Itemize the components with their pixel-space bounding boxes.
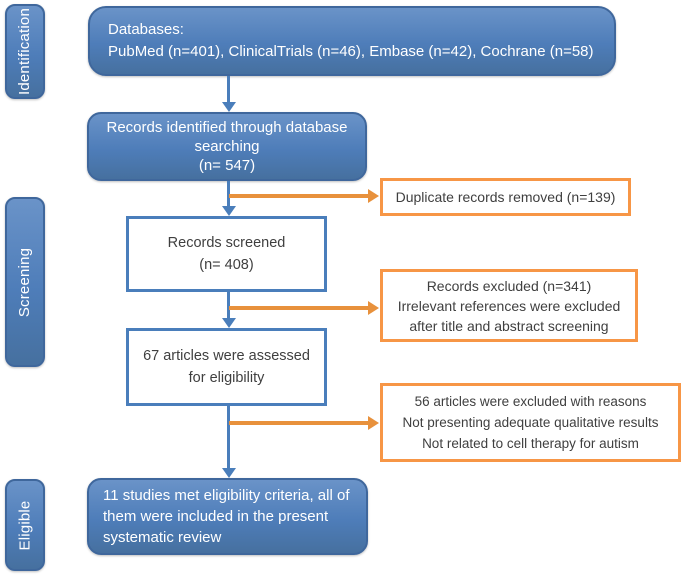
records-excluded-reason-2: after title and abstract screening (409, 317, 609, 334)
databases-box: Databases: PubMed (n=401), ClinicalTrial… (88, 6, 616, 76)
arrow-assessed-to-included (227, 406, 230, 468)
arrow-to-records-excluded (229, 306, 368, 310)
duplicates-removed-box: Duplicate records removed (n=139) (380, 178, 631, 216)
records-screened-text: Records screened (167, 235, 286, 251)
excluded-reason-not-related: Not related to cell therapy for autism (422, 436, 639, 451)
excluded-with-reasons-box: 56 articles were excluded with reasons N… (380, 383, 681, 462)
studies-included-text: 11 studies met eligibility criteria, all… (103, 487, 350, 546)
databases-title: Databases: (108, 21, 184, 38)
records-identified-box: Records identified through database sear… (87, 112, 367, 181)
studies-included-box: 11 studies met eligibility criteria, all… (87, 478, 368, 555)
records-excluded-reason-1: Irrelevant references were excluded (397, 297, 621, 314)
records-excluded-box: Records excluded (n=341) Irrelevant refe… (380, 269, 638, 342)
articles-assessed-text: 67 articles were assessed (143, 348, 310, 364)
arrow-screened-to-assessed (227, 292, 230, 318)
records-screened-count: (n= 408) (199, 257, 254, 273)
stage-identification: Identification (5, 4, 45, 99)
articles-assessed-text-2: for eligibility (188, 370, 265, 386)
stage-eligible: Eligible (5, 479, 45, 571)
databases-detail: PubMed (n=401), ClinicalTrials (n=46), E… (108, 43, 594, 60)
records-excluded-count: Records excluded (n=341) (426, 277, 592, 294)
arrow-to-excluded-with-reasons (229, 421, 368, 425)
records-identified-count: (n= 547) (198, 157, 256, 174)
duplicates-removed-text: Duplicate records removed (n=139) (395, 189, 616, 205)
arrow-to-duplicates-removed (229, 194, 368, 198)
excluded-reason-qualitative: Not presenting adequate qualitative resu… (402, 415, 659, 430)
stage-screening-label: Screening (16, 247, 34, 317)
arrow-databases-to-identified (227, 76, 230, 102)
stage-identification-label: Identification (16, 7, 34, 96)
records-screened-box: Records screened (n= 408) (126, 216, 327, 292)
stage-screening: Screening (5, 197, 45, 367)
stage-eligible-label: Eligible (16, 500, 34, 550)
excluded-with-reasons-count: 56 articles were excluded with reasons (414, 394, 647, 409)
articles-assessed-box: 67 articles were assessed for eligibilit… (126, 328, 327, 406)
records-identified-text: Records identified through database sear… (106, 119, 348, 155)
